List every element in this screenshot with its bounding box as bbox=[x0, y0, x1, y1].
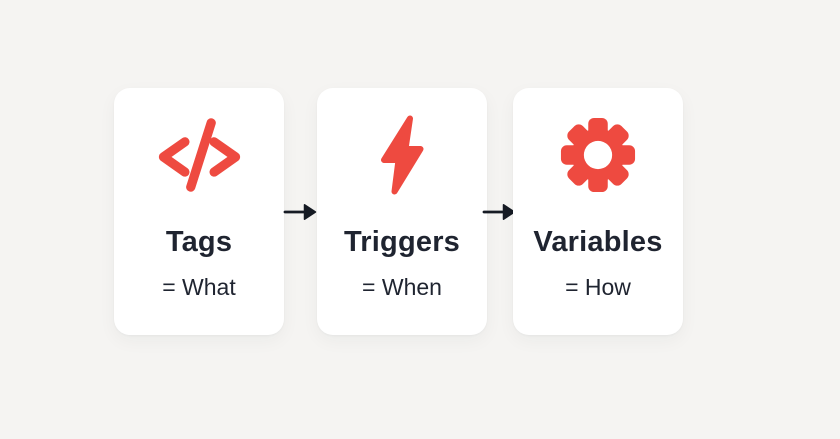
card-variables-title: Variables bbox=[533, 226, 663, 258]
card-variables-subtitle: = How bbox=[565, 274, 631, 300]
arrow-right-icon bbox=[482, 199, 516, 225]
code-icon bbox=[156, 117, 243, 197]
card-tags-subtitle: = What bbox=[162, 274, 236, 300]
lightning-icon bbox=[376, 115, 428, 200]
card-triggers-subtitle: = When bbox=[362, 274, 442, 300]
card-triggers: Triggers = When bbox=[317, 88, 487, 335]
card-triggers-icon-wrap bbox=[376, 115, 428, 200]
card-variables-icon-wrap bbox=[559, 116, 637, 198]
card-tags-icon-wrap bbox=[156, 116, 243, 198]
card-triggers-title: Triggers bbox=[343, 226, 461, 258]
arrow-right-icon bbox=[283, 199, 317, 225]
gear-icon bbox=[559, 115, 637, 200]
card-variables: Variables = How bbox=[513, 88, 683, 335]
card-tags: Tags = What bbox=[114, 88, 284, 335]
card-tags-title: Tags bbox=[165, 226, 233, 258]
